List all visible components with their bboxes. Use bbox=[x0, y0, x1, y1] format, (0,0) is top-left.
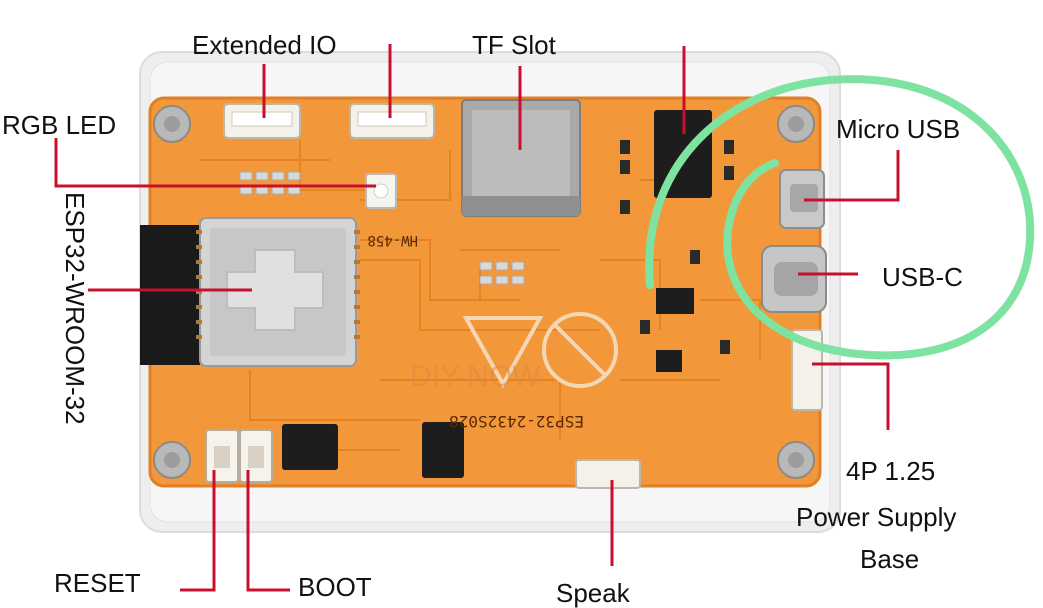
label-extended-io: Extended IO bbox=[192, 30, 337, 60]
silk-hw-code: HW-458 bbox=[367, 232, 418, 248]
chip-bottom-center bbox=[422, 422, 464, 478]
label-rgb-led: RGB LED bbox=[2, 110, 117, 140]
leader-lines bbox=[54, 44, 900, 592]
pcb-board bbox=[150, 98, 820, 486]
speaker-connector bbox=[575, 459, 641, 489]
buttons bbox=[205, 429, 273, 483]
label-esp32-module: ESP32-WROOM-32 bbox=[60, 192, 90, 425]
mounting-holes bbox=[153, 105, 815, 479]
label-power-supply-line2: Power Supply bbox=[796, 502, 957, 532]
label-micro-usb: Micro USB bbox=[836, 114, 961, 144]
watermark-text: DIY-NOW bbox=[410, 360, 541, 393]
tf-slot bbox=[461, 99, 581, 217]
label-usb-c: USB-C bbox=[882, 262, 963, 292]
label-tf-slot: TF Slot bbox=[472, 30, 556, 60]
label-reset: RESET bbox=[54, 568, 141, 598]
antenna-strip bbox=[140, 225, 200, 365]
compliance-logos bbox=[462, 312, 618, 389]
label-boot: BOOT bbox=[298, 572, 372, 602]
extended-io-connectors bbox=[223, 103, 435, 139]
highlight-circle bbox=[645, 75, 1035, 360]
label-power-supply-line3: Base bbox=[860, 544, 920, 574]
chip-bottom-left bbox=[282, 424, 338, 470]
label-power-supply-line1: 4P 1.25 bbox=[846, 456, 936, 486]
esp32-module bbox=[196, 217, 360, 367]
power-supply-connector bbox=[791, 329, 823, 411]
label-speaker: Speak bbox=[556, 578, 630, 608]
silk-model: ESP32-2432S028 bbox=[449, 412, 584, 431]
